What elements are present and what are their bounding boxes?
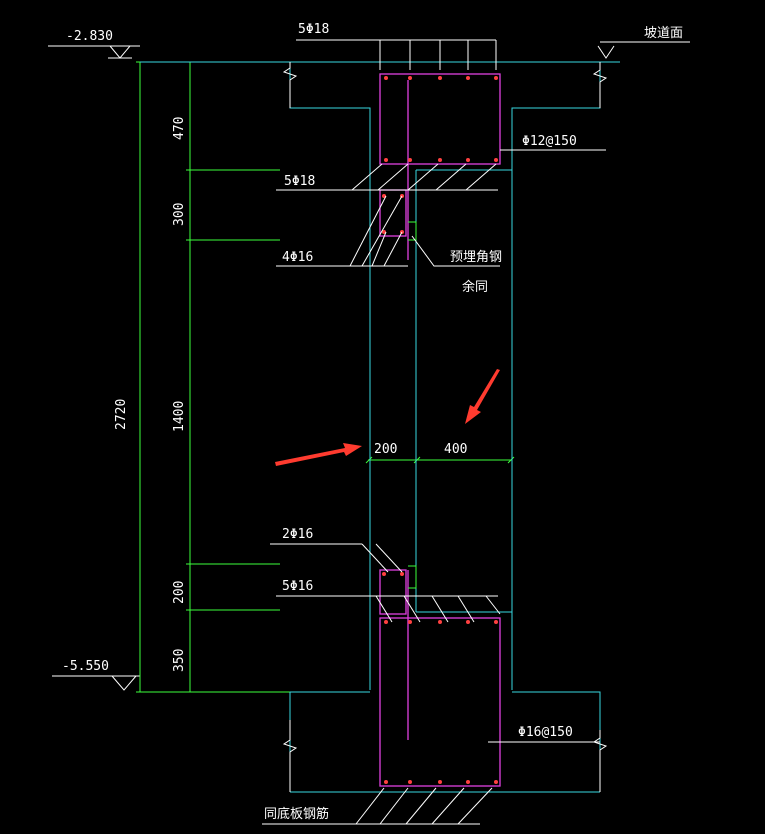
rebar-dots [382,76,498,784]
dim-width-left: 200 [374,442,397,457]
elevation-top-text: -2.830 [66,29,113,44]
label-lower-bars-b: 5Φ16 [282,579,313,594]
vertical-dimension-lines [136,61,290,693]
rebar-cages [379,73,501,787]
elevation-bottom-text: -5.550 [62,659,109,674]
horizontal-dimension: 200 400 [365,442,515,464]
label-stirrup-bottom: Φ16@150 [518,725,573,740]
red-arrow-right [465,369,500,424]
dim-width-right: 400 [444,442,467,457]
label-slope-surface: 坡道面 [644,26,683,41]
label-top-bars: 5Φ18 [298,22,329,37]
elevation-marker-top: -2.830 [48,29,140,59]
leader-lines [262,39,690,825]
dim-seg-1: 470 [172,117,187,140]
dim-total-height: 2720 [114,399,129,430]
dim-seg-2: 300 [172,203,187,226]
dim-seg-3: 1400 [172,401,187,432]
label-mid-bars-b: 4Φ16 [282,250,313,265]
label-same-as-above: 余同 [462,279,488,295]
label-embedded-angle: 预埋角钢 [450,250,502,265]
red-arrow-left [275,443,362,466]
label-mid-bars-a: 5Φ18 [284,174,315,189]
dimension-texts: 2720 470 300 1400 200 350 [114,117,187,672]
dim-seg-5: 350 [172,649,187,672]
embedded-angle-steel [408,221,417,589]
dim-seg-4: 200 [172,581,187,604]
break-lines [282,62,608,792]
annotation-texts: 5Φ18 坡道面 Φ12@150 5Φ18 4Φ16 预埋角钢 余同 2Φ16 … [264,22,683,822]
label-stirrup-top: Φ12@150 [522,134,577,149]
label-lower-bars-a: 2Φ16 [282,527,313,542]
elevation-marker-bottom: -5.550 [52,659,140,691]
label-floor-slab: 同底板钢筋 [264,806,329,822]
